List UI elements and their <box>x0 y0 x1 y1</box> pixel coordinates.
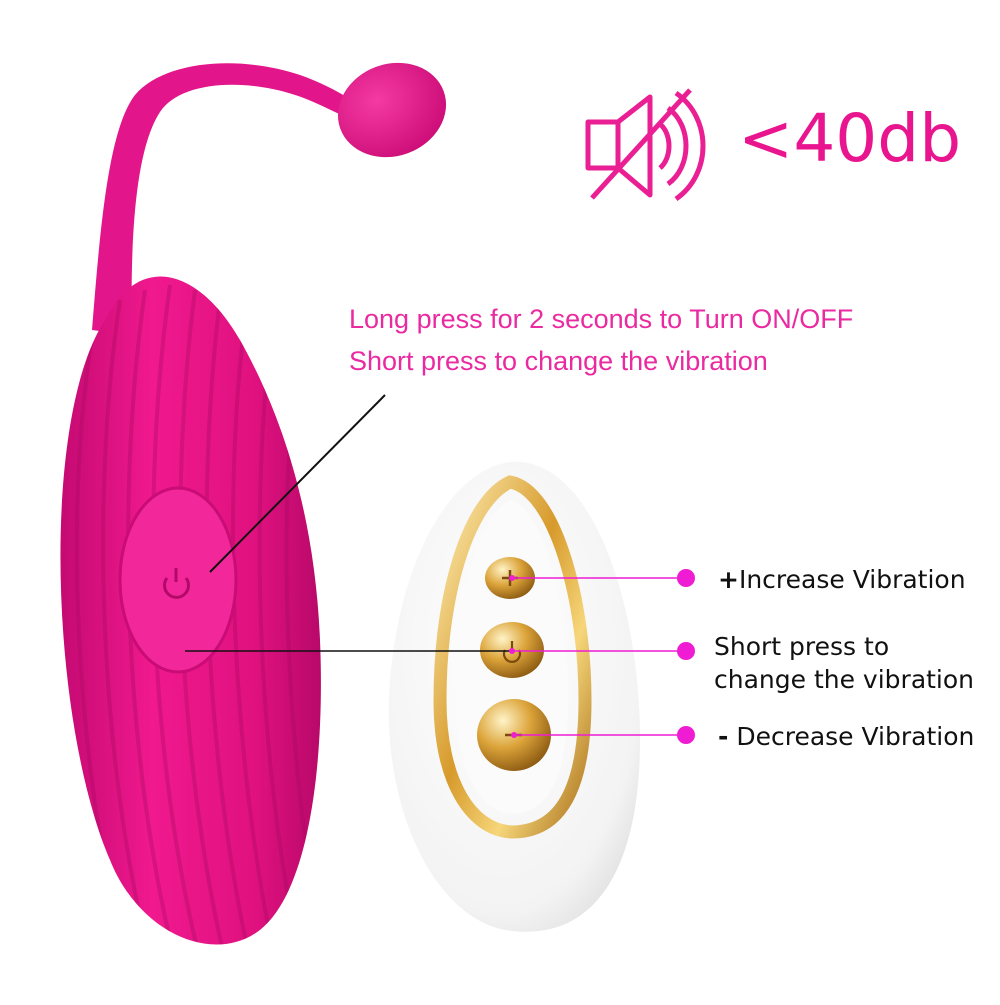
callout-short-press: Short press to change the vibration <box>714 630 974 696</box>
callout-increase: +Increase Vibration <box>718 563 966 596</box>
leader-origin-dots <box>509 575 517 738</box>
instruction-line-2: Short press to change the vibration <box>349 346 768 376</box>
callout-short-press-line-2: change the vibration <box>714 665 975 694</box>
egg-tail-ball <box>337 62 447 158</box>
callout-short-press-line-1: Short press to <box>714 632 890 661</box>
leader-lines <box>185 394 686 736</box>
callout-increase-label: Increase Vibration <box>738 565 966 594</box>
noise-level: <40db <box>738 106 961 172</box>
instruction-line-1: Long press for 2 seconds to Turn ON/OFF <box>349 304 854 334</box>
callout-decrease-symbol: - <box>718 722 729 751</box>
egg-device <box>60 62 447 945</box>
remote-control <box>388 461 640 932</box>
mute-speaker-icon <box>585 88 706 202</box>
noise-value: 40db <box>793 100 962 177</box>
remote-gold-frame <box>433 475 592 839</box>
callout-decrease: - Decrease Vibration <box>718 720 974 753</box>
power-icon[interactable] <box>163 568 190 599</box>
callout-decrease-label: Decrease Vibration <box>736 722 975 751</box>
callout-increase-symbol: + <box>718 565 739 594</box>
callout-dots <box>677 569 695 744</box>
noise-less-than: < <box>738 100 794 177</box>
egg-power-pad[interactable] <box>118 486 238 674</box>
